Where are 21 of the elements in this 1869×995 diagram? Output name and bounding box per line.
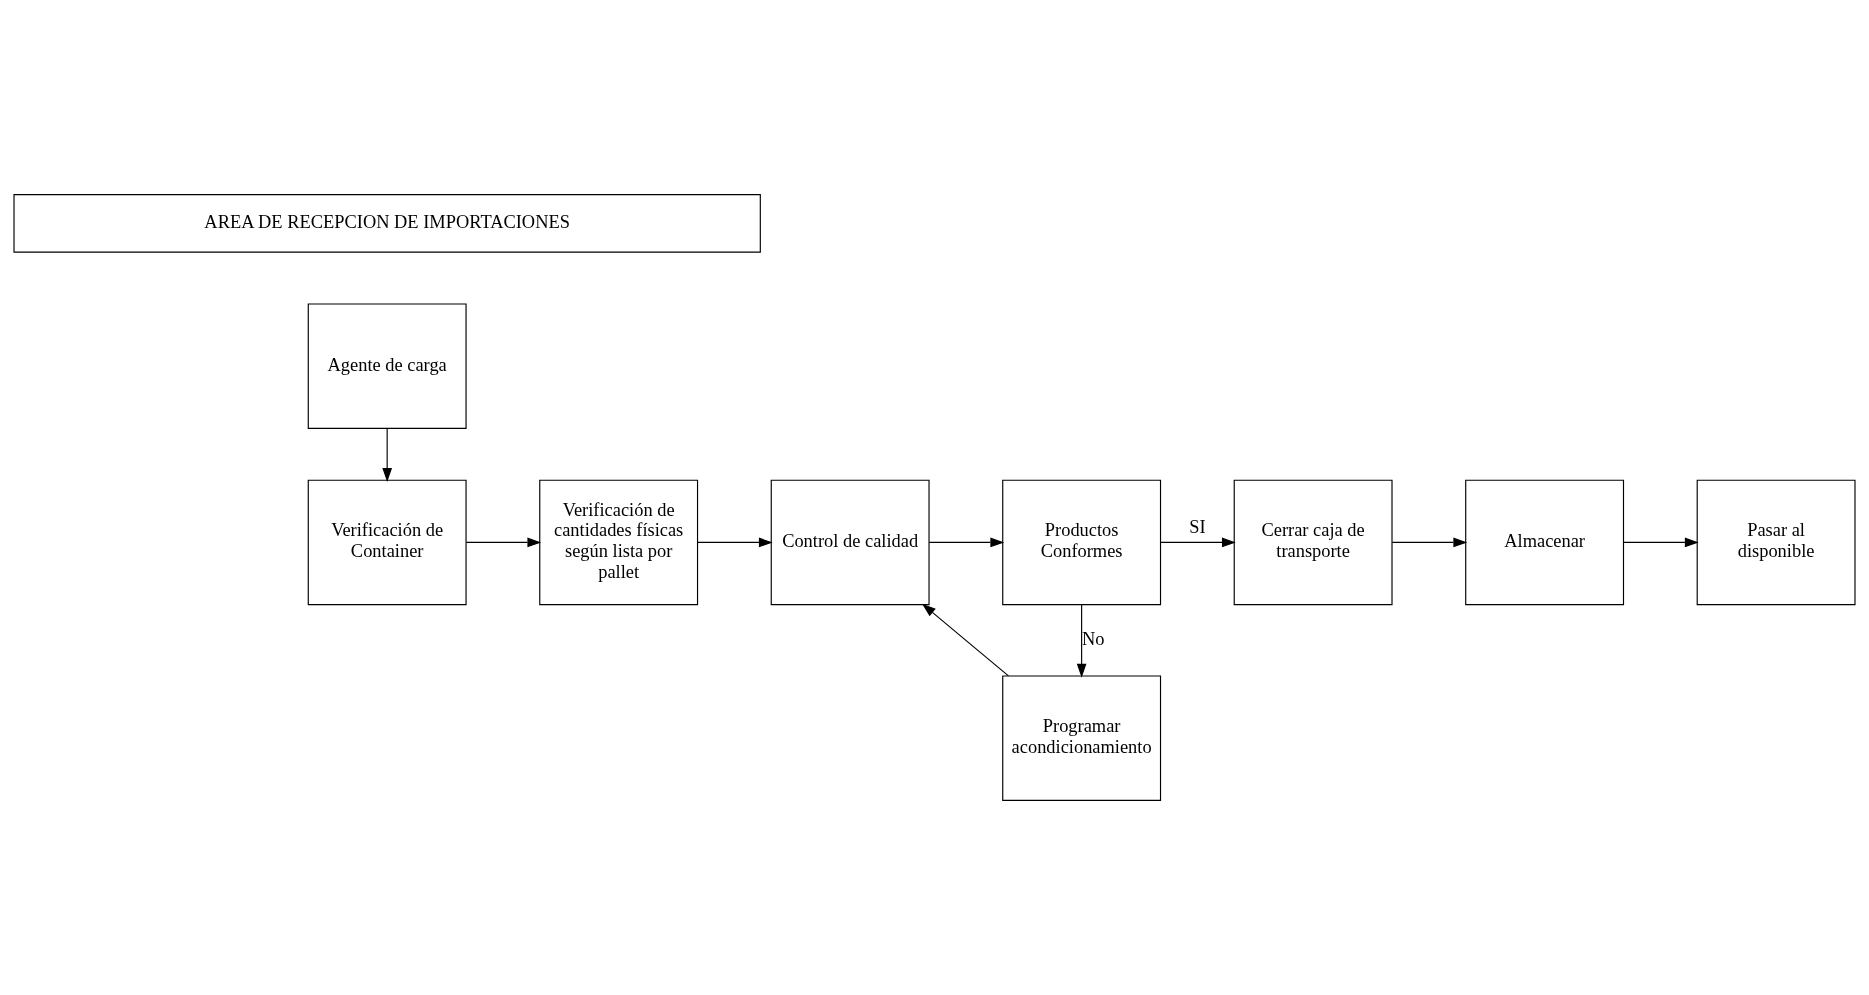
arrow — [928, 537, 1005, 548]
node-box: Control de calidad — [770, 479, 930, 606]
node-box: Verificación de cantidades físicas según lista por pallet — [539, 479, 699, 606]
edge-label: SI — [1189, 516, 1206, 537]
node-box: AREA DE RECEPCION DE IMPORTACIONES — [13, 194, 761, 253]
arrow — [382, 428, 392, 482]
node-box: Almacenar — [1465, 479, 1625, 606]
arrow — [1623, 537, 1699, 548]
node-box: Programar acondicionamiento — [1002, 675, 1162, 801]
node-box: Cerrar caja de transporte — [1233, 479, 1393, 606]
node-box: Productos Conformes — [1002, 479, 1162, 606]
node-box: Pasar al disponible — [1696, 479, 1856, 606]
arrow — [465, 537, 542, 548]
edge-label: No — [1081, 628, 1105, 649]
node-box: Agente de carga — [307, 303, 467, 429]
arrow — [922, 603, 1010, 677]
arrow — [1160, 537, 1236, 548]
node-box: Verificación de Container — [307, 479, 467, 606]
arrow — [1076, 604, 1087, 678]
arrow — [1391, 537, 1468, 548]
arrow — [697, 537, 773, 548]
